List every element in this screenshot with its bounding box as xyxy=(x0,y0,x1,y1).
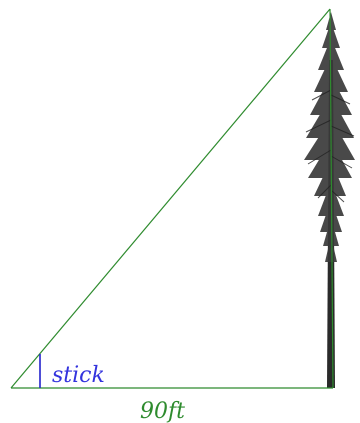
stick-label: stick xyxy=(52,363,105,388)
tree-foliage xyxy=(304,12,355,262)
triangle-height xyxy=(329,8,334,389)
triangle xyxy=(10,8,334,389)
tree-icon xyxy=(304,12,355,388)
base-length-label: 90ft xyxy=(140,399,185,423)
tree-branches xyxy=(305,89,355,203)
triangle-hypotenuse xyxy=(10,8,331,389)
